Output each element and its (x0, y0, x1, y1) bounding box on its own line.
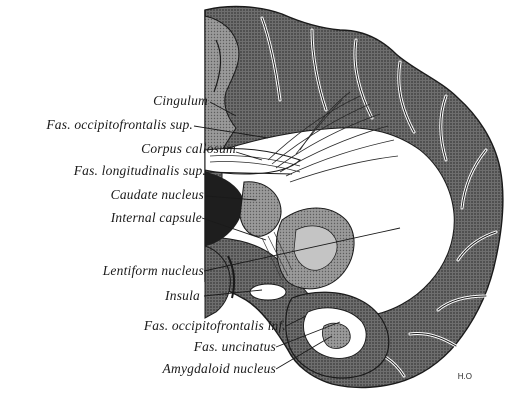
label-fas-occipitofrontalis-inf: Fas. occipitofrontalis inf. (144, 318, 286, 333)
artist-signature: H.O (458, 372, 472, 381)
label-fas-uncinatus: Fas. uncinatus (194, 339, 276, 354)
label-internal-capsule: Internal capsule (111, 210, 202, 225)
label-insula: Insula (165, 288, 200, 303)
label-cingulum: Cingulum (153, 93, 208, 108)
label-fas-occipitofrontalis-sup: Fas. occipitofrontalis sup. (46, 117, 193, 132)
label-corpus-callosum: Corpus callosum (141, 141, 236, 156)
label-caudate-nucleus: Caudate nucleus (111, 187, 204, 202)
label-fas-longitudinalis-sup: Fas. longitudinalis sup. (74, 163, 206, 178)
insula-shape (250, 284, 286, 300)
label-amygdaloid-nucleus: Amygdaloid nucleus (163, 361, 276, 376)
label-lentiform-nucleus: Lentiform nucleus (103, 263, 204, 278)
